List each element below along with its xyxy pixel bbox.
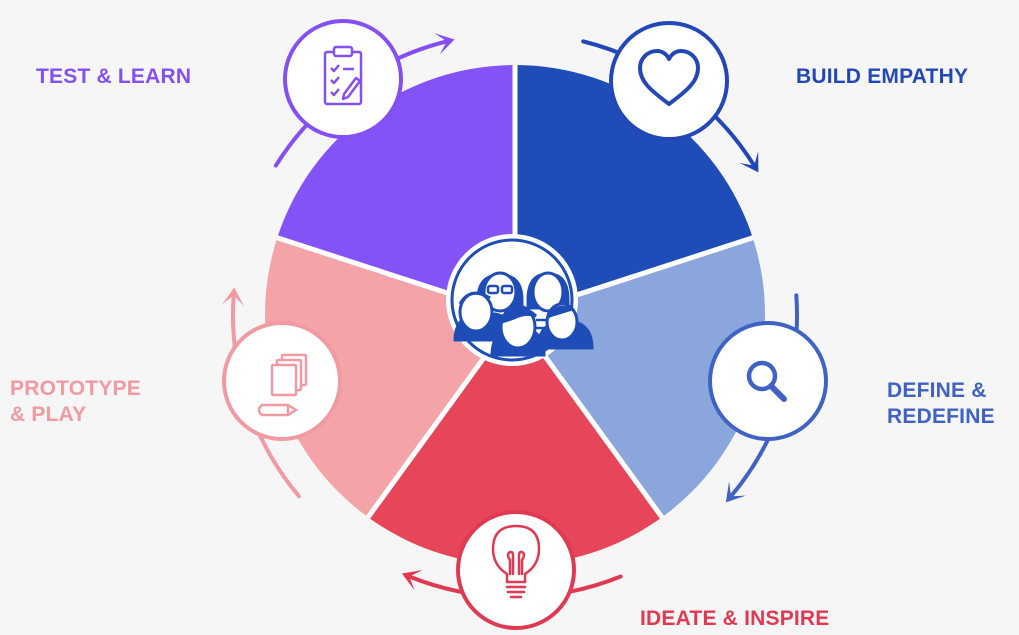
pie-segment-ideate-inspire [368, 315, 662, 566]
papers-pencil-icon [257, 353, 308, 417]
stage-label-build-empathy: BUILD EMPATHY [796, 64, 968, 90]
arrowhead-define-redefine [725, 481, 746, 503]
stage-node-build-empathy [609, 21, 729, 141]
stage-label-prototype-play: PROTOTYPE & PLAY [10, 376, 141, 428]
stage-node-prototype-play [222, 321, 342, 441]
stage-label-line: PROTOTYPE [10, 377, 141, 400]
lightbulb-icon [491, 524, 541, 599]
people-group-icon [446, 234, 594, 366]
stage-label-define-redefine: DEFINE & REDEFINE [887, 378, 995, 430]
arrowhead-test-learn [434, 33, 455, 55]
stage-label-line: & PLAY [10, 403, 87, 426]
stage-label-ideate-inspire: IDEATE & INSPIRE [640, 606, 830, 632]
stage-label-line: BUILD EMPATHY [796, 65, 969, 88]
stage-node-test-learn [283, 19, 403, 139]
stage-label-line: REDEFINE [887, 405, 995, 428]
arrowhead-prototype-play [222, 287, 244, 307]
stage-label-line: TEST & LEARN [36, 65, 192, 88]
stage-label-line: IDEATE & INSPIRE [640, 607, 830, 630]
stage-node-define-redefine [708, 321, 828, 441]
pie-segment-build-empathy [515, 65, 753, 315]
search-icon [746, 360, 787, 402]
arrowhead-ideate-inspire [401, 570, 423, 591]
heart-icon [638, 49, 700, 106]
clipboard-checklist-icon [323, 45, 363, 106]
stage-label-test-learn: TEST & LEARN [36, 64, 191, 90]
stage-label-line: DEFINE & [887, 379, 987, 402]
stage-node-ideate-inspire [456, 510, 576, 630]
pie-segment-test-learn [277, 65, 515, 315]
arrowhead-build-empathy [739, 151, 759, 173]
